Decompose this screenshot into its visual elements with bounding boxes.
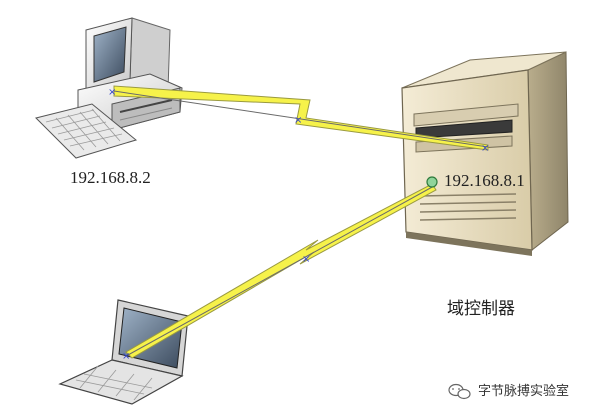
link-endpoint-marker: ×	[108, 87, 116, 98]
watermark: 字节脉搏实验室	[448, 383, 569, 400]
watermark-text: 字节脉搏实验室	[478, 383, 569, 399]
link-desktop-server: × × ×	[108, 85, 489, 154]
server-caption: 域控制器	[447, 299, 515, 319]
server-ip-label: 192.168.8.1	[444, 171, 525, 190]
link-midpoint-marker: ×	[302, 254, 310, 265]
wechat-icon	[448, 383, 471, 400]
link-endpoint-marker: ×	[481, 143, 489, 154]
desktop-ip-label: 192.168.8.2	[70, 168, 151, 187]
server-status-led	[426, 176, 438, 188]
link-laptop-server: × ×	[122, 183, 437, 362]
link-midpoint-marker: ×	[294, 115, 302, 126]
link-endpoint-marker: ×	[122, 351, 130, 362]
server-tower	[401, 51, 569, 256]
